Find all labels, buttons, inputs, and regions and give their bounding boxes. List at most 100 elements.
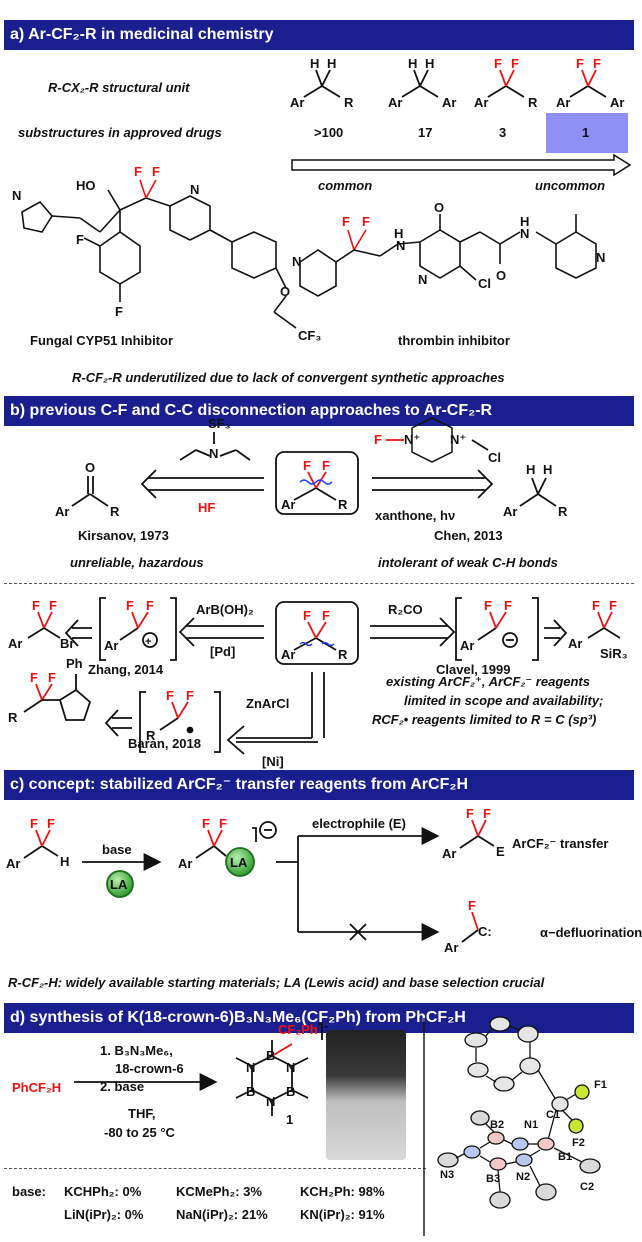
svg-text:F: F	[303, 458, 311, 473]
step1b: 18-crown-6	[115, 1061, 184, 1076]
xray-c1: C1	[546, 1109, 560, 1121]
svg-text:R: R	[110, 504, 120, 519]
svg-text:N: N	[286, 1060, 295, 1075]
xray-b1: B1	[558, 1151, 572, 1163]
xray-b2: B2	[490, 1119, 504, 1131]
svg-text:F: F	[166, 688, 174, 703]
svg-text:H: H	[520, 214, 529, 229]
svg-text:F: F	[322, 458, 330, 473]
svg-text:E: E	[496, 844, 505, 859]
zhang-ref: Zhang, 2014	[88, 662, 164, 677]
svg-text:F: F	[49, 598, 57, 613]
svg-text:Ar: Ar	[460, 638, 474, 653]
uncommon-label: uncommon	[535, 178, 606, 193]
br-label: Br	[60, 636, 74, 651]
hf-label: HF	[198, 500, 215, 515]
svg-text:N⁺: N⁺	[404, 432, 420, 447]
chen-ref: Chen, 2013	[434, 528, 503, 543]
transfer-label: ArCF₂⁻ transfer	[512, 836, 609, 851]
svg-text:N: N	[596, 250, 605, 265]
svg-text:B: B	[266, 1048, 275, 1063]
sf3-label: SF₃	[208, 416, 231, 431]
chen-cond: xanthone, hν	[375, 508, 456, 523]
svg-text:F: F	[134, 164, 142, 179]
svg-text:F: F	[126, 598, 134, 613]
base-result-5: NaN(iPr)₂: 21%	[176, 1207, 268, 1222]
svg-text:CF₃: CF₃	[298, 328, 321, 343]
svg-text:N: N	[246, 1060, 255, 1075]
svg-text:N: N	[520, 226, 529, 241]
svg-text:F: F	[362, 214, 370, 229]
svg-text:O: O	[280, 284, 290, 299]
step1: 1. B₃N₃Me₆,	[100, 1043, 173, 1058]
svg-text:+: +	[145, 636, 151, 648]
svg-text:N: N	[418, 272, 427, 287]
svg-text:Ar: Ar	[178, 856, 192, 871]
svg-text:F: F	[115, 304, 123, 319]
drug2-structure: N F F H N O N Cl O N H N	[292, 200, 605, 297]
svg-text:Ar: Ar	[281, 497, 295, 512]
svg-text:-: -	[324, 1018, 328, 1033]
sir3-label: SiR₃	[600, 646, 628, 661]
xray-f2: F2	[572, 1137, 585, 1149]
svg-text:N: N	[266, 1094, 275, 1109]
section-b-header: b) previous C-F and C-C disconnection ap…	[4, 396, 634, 426]
unit2-x1: H	[408, 56, 417, 71]
count-4: 1	[582, 125, 590, 140]
count-3: 3	[499, 125, 507, 140]
svg-text:Ar: Ar	[503, 504, 517, 519]
ph-label: Ph	[66, 656, 83, 671]
la-label-2: LA	[230, 855, 248, 870]
svg-text:Ar: Ar	[568, 636, 582, 651]
svg-text:B: B	[286, 1084, 295, 1099]
svg-text:Ar: Ar	[8, 636, 22, 651]
svg-text:N: N	[209, 446, 218, 461]
svg-text:F: F	[504, 598, 512, 613]
svg-text:F: F	[303, 608, 311, 623]
xray-n2: N2	[516, 1171, 530, 1183]
svg-text:F: F	[483, 806, 491, 821]
cf2ph-label: CF₂Ph	[278, 1022, 318, 1037]
svg-text:O: O	[85, 460, 95, 475]
svg-text:F: F	[202, 816, 210, 831]
svg-text:Ar: Ar	[55, 504, 69, 519]
separator-b	[4, 583, 634, 584]
svg-text:F: F	[609, 598, 617, 613]
svg-text:F: F	[32, 598, 40, 613]
svg-text:F: F	[30, 670, 38, 685]
svg-text:Cl: Cl	[478, 276, 491, 291]
r2co-label: R₂CO	[388, 602, 423, 617]
svg-text:F: F	[30, 816, 38, 831]
cx2-unit-1: Ar R H H	[290, 56, 354, 110]
svg-text:F: F	[152, 164, 160, 179]
compound-number: 1	[286, 1112, 293, 1127]
svg-text:N: N	[190, 182, 199, 197]
unit1-left: Ar	[290, 95, 304, 110]
trend-arrow	[291, 153, 632, 177]
svg-text:R: R	[558, 504, 568, 519]
common-label: common	[318, 178, 373, 193]
drug1-structure: N HO F F F F N O CF₃	[12, 164, 321, 343]
base-label-c: base	[102, 842, 132, 857]
kirsanov-note: unreliable, hazardous	[70, 555, 204, 570]
base-result-2: KCMePh₂: 3%	[176, 1184, 262, 1199]
svg-text:F: F	[146, 598, 154, 613]
unit3-x2: F	[511, 56, 519, 71]
svg-text:HO: HO	[76, 178, 96, 193]
arboh-label: ArB(OH)₂	[196, 602, 254, 617]
count-2: 17	[418, 125, 433, 140]
temp: -80 to 25 °C	[104, 1125, 175, 1140]
section-a-summary: R-CF₂-R underutilized due to lack of con…	[72, 370, 505, 385]
svg-text:C:: C:	[478, 924, 492, 939]
kirsanov-ref: Kirsanov, 1973	[78, 528, 169, 543]
svg-text:R: R	[338, 647, 348, 662]
base-result-4: LiN(iPr)₂: 0%	[64, 1207, 144, 1222]
svg-text:F: F	[322, 608, 330, 623]
svg-text:F: F	[186, 688, 194, 703]
solvent: THF,	[128, 1106, 156, 1121]
svg-text:H: H	[394, 226, 403, 241]
la-label-1: LA	[110, 877, 128, 892]
xray-b3: B3	[486, 1173, 500, 1185]
unit2-right: Ar	[442, 95, 456, 110]
